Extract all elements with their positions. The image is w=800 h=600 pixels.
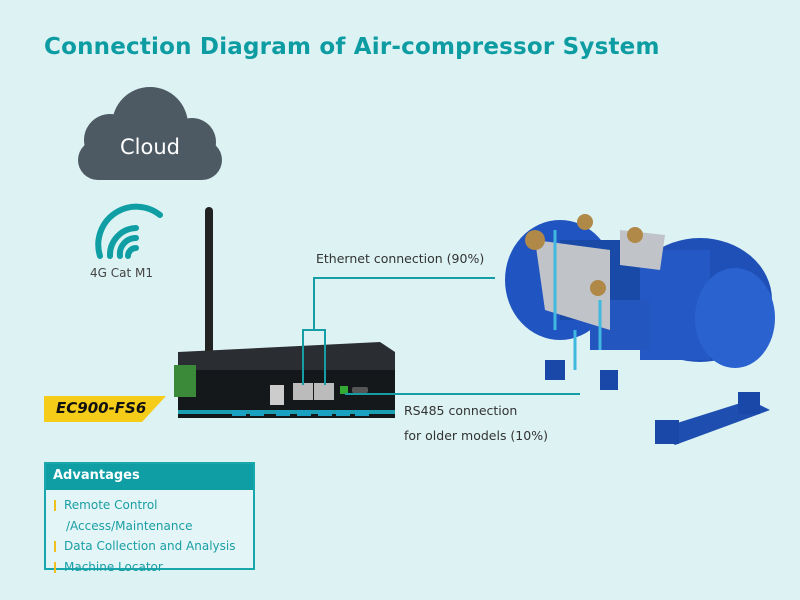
advantages-heading: Advantages bbox=[46, 464, 253, 490]
advantage-item: Remote Control bbox=[46, 495, 253, 516]
model-tag: EC900-FS6 bbox=[44, 396, 166, 422]
model-name: EC900-FS6 bbox=[56, 399, 147, 417]
advantage-item: Data Collection and Analysis bbox=[46, 536, 253, 557]
gateway-device bbox=[174, 342, 395, 418]
wifi-signal-icon bbox=[95, 203, 163, 259]
cloud-icon bbox=[78, 87, 222, 180]
rs485-connection-sublabel: for older models (10%) bbox=[404, 428, 548, 443]
antenna bbox=[205, 207, 213, 357]
ethernet-connection-label: Ethernet connection (90%) bbox=[316, 251, 485, 266]
advantage-item: Machine Locator bbox=[46, 557, 253, 578]
advantages-box: Advantages Remote Control /Access/Mainte… bbox=[44, 462, 255, 574]
air-compressor bbox=[505, 214, 775, 445]
wireless-label: 4G Cat M1 bbox=[90, 266, 153, 280]
ethernet-line bbox=[302, 277, 495, 385]
advantage-item-continuation: /Access/Maintenance bbox=[66, 518, 193, 533]
rs485-connection-label: RS485 connection bbox=[404, 403, 518, 418]
cloud-label: Cloud bbox=[120, 135, 180, 159]
page-title: Connection Diagram of Air-compressor Sys… bbox=[44, 34, 660, 60]
